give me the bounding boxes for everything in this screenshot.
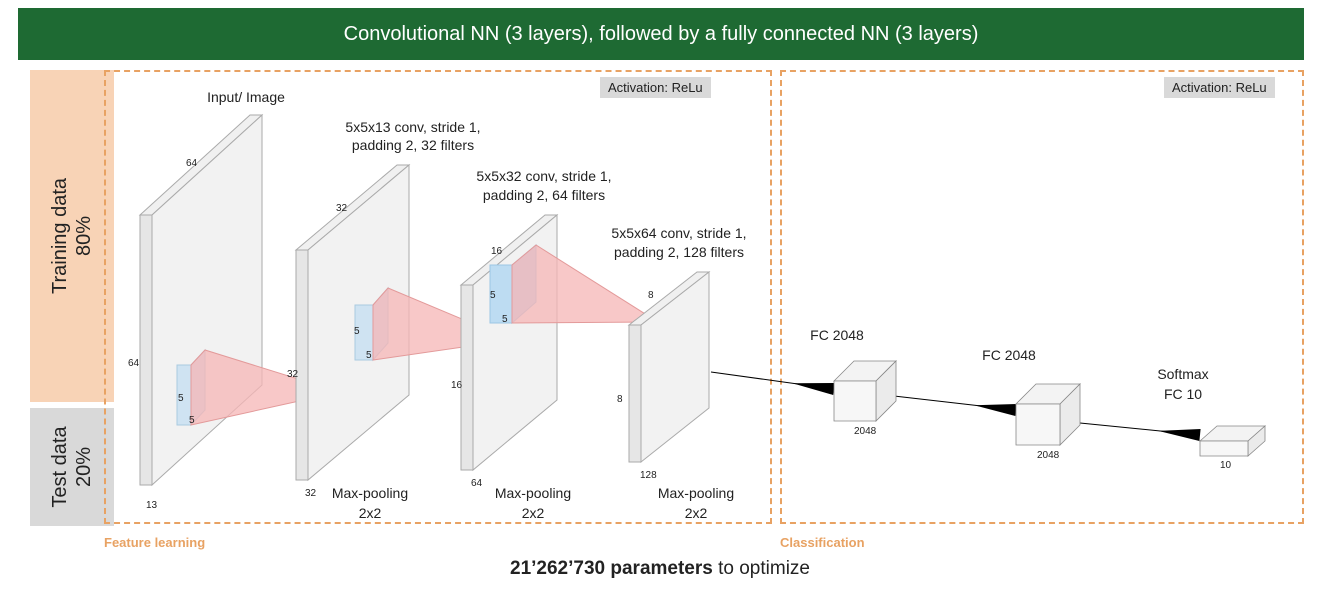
conv1-dim-bottom: 32 [305, 488, 317, 499]
conv2-kernel-w: 5 [502, 314, 508, 325]
conv3-dim-bottom: 128 [640, 470, 657, 481]
fc1-label: FC 2048 [810, 327, 864, 343]
title-banner: Convolutional NN (3 layers), followed by… [18, 8, 1304, 60]
conv2-label-line1: 5x5x32 conv, stride 1, [476, 168, 611, 184]
conv1-dim-top: 32 [336, 203, 348, 214]
pool2-label-line2: 2x2 [522, 505, 545, 521]
test-data-bar: Test data 20% [30, 408, 114, 526]
pool3-label-line2: 2x2 [685, 505, 708, 521]
conv2-label-line2: padding 2, 64 filters [483, 187, 605, 203]
input-label: Input/ Image [207, 89, 285, 105]
feature-learning-box [104, 70, 772, 524]
feature-learning-label: Feature learning [104, 535, 206, 550]
parameter-count-value: 21’262’730 [510, 558, 606, 579]
conv3-dim-side: 8 [617, 394, 623, 405]
conv1-dim-side: 32 [287, 369, 299, 380]
conv2-dim-bottom: 64 [471, 478, 483, 489]
conv3-dim-top: 8 [648, 290, 654, 301]
input-slab [138, 113, 264, 487]
fc3-label-line2: FC 10 [1164, 386, 1202, 402]
training-data-bar: Training data 80% [30, 70, 114, 402]
activation-badge-feature: Activation: ReLu [600, 77, 711, 98]
fc2-label: FC 2048 [982, 347, 1036, 363]
conv1-label-line2: padding 2, 32 filters [352, 137, 474, 153]
fc2-size: 2048 [1037, 450, 1060, 461]
input-dim-left: 64 [128, 358, 140, 369]
fc3-label-line1: Softmax [1157, 366, 1208, 382]
input-kernel-w: 5 [189, 415, 195, 426]
fc1-size: 2048 [854, 426, 877, 437]
conv2-kernel-h: 5 [490, 290, 496, 301]
parameter-count-suffix: to optimize [712, 558, 810, 579]
conv2-dim-side: 16 [451, 380, 463, 391]
parameter-count: 21’262’730 parameters to optimize [0, 558, 1320, 580]
conv3-label-line2: padding 2, 128 filters [614, 244, 744, 260]
fc1-cube [833, 360, 897, 422]
classification-label: Classification [780, 535, 865, 550]
pool2-label-line1: Max-pooling [495, 485, 571, 501]
conv1-label-line1: 5x5x13 conv, stride 1, [345, 119, 480, 135]
parameter-count-word: parameters [610, 558, 713, 579]
input-dim-top: 64 [186, 158, 198, 169]
arrow-fc1-to-fc2 [893, 395, 1017, 416]
arrow-fc2-to-fc3 [1079, 422, 1201, 441]
classification-box [780, 70, 1304, 524]
conv1-kernel-h: 5 [354, 326, 360, 337]
activation-badge-classification: Activation: ReLu [1164, 77, 1275, 98]
conv3-slab [627, 270, 711, 464]
arrow-conv-to-fc1 [710, 371, 835, 395]
pool1-label-line1: Max-pooling [332, 485, 408, 501]
fc3-size: 10 [1220, 460, 1232, 471]
fc3-box [1198, 425, 1267, 457]
fc2-cube [1015, 383, 1081, 446]
conv2-dim-top: 16 [491, 246, 503, 257]
input-dim-bottom: 13 [146, 500, 158, 511]
conv1-kernel-w: 5 [366, 350, 372, 361]
pool1-label-line2: 2x2 [359, 505, 382, 521]
diagram-title: Convolutional NN (3 layers), followed by… [343, 22, 979, 45]
pool3-label-line1: Max-pooling [658, 485, 734, 501]
conv3-label-line1: 5x5x64 conv, stride 1, [611, 225, 746, 241]
input-kernel-h: 5 [178, 393, 184, 404]
